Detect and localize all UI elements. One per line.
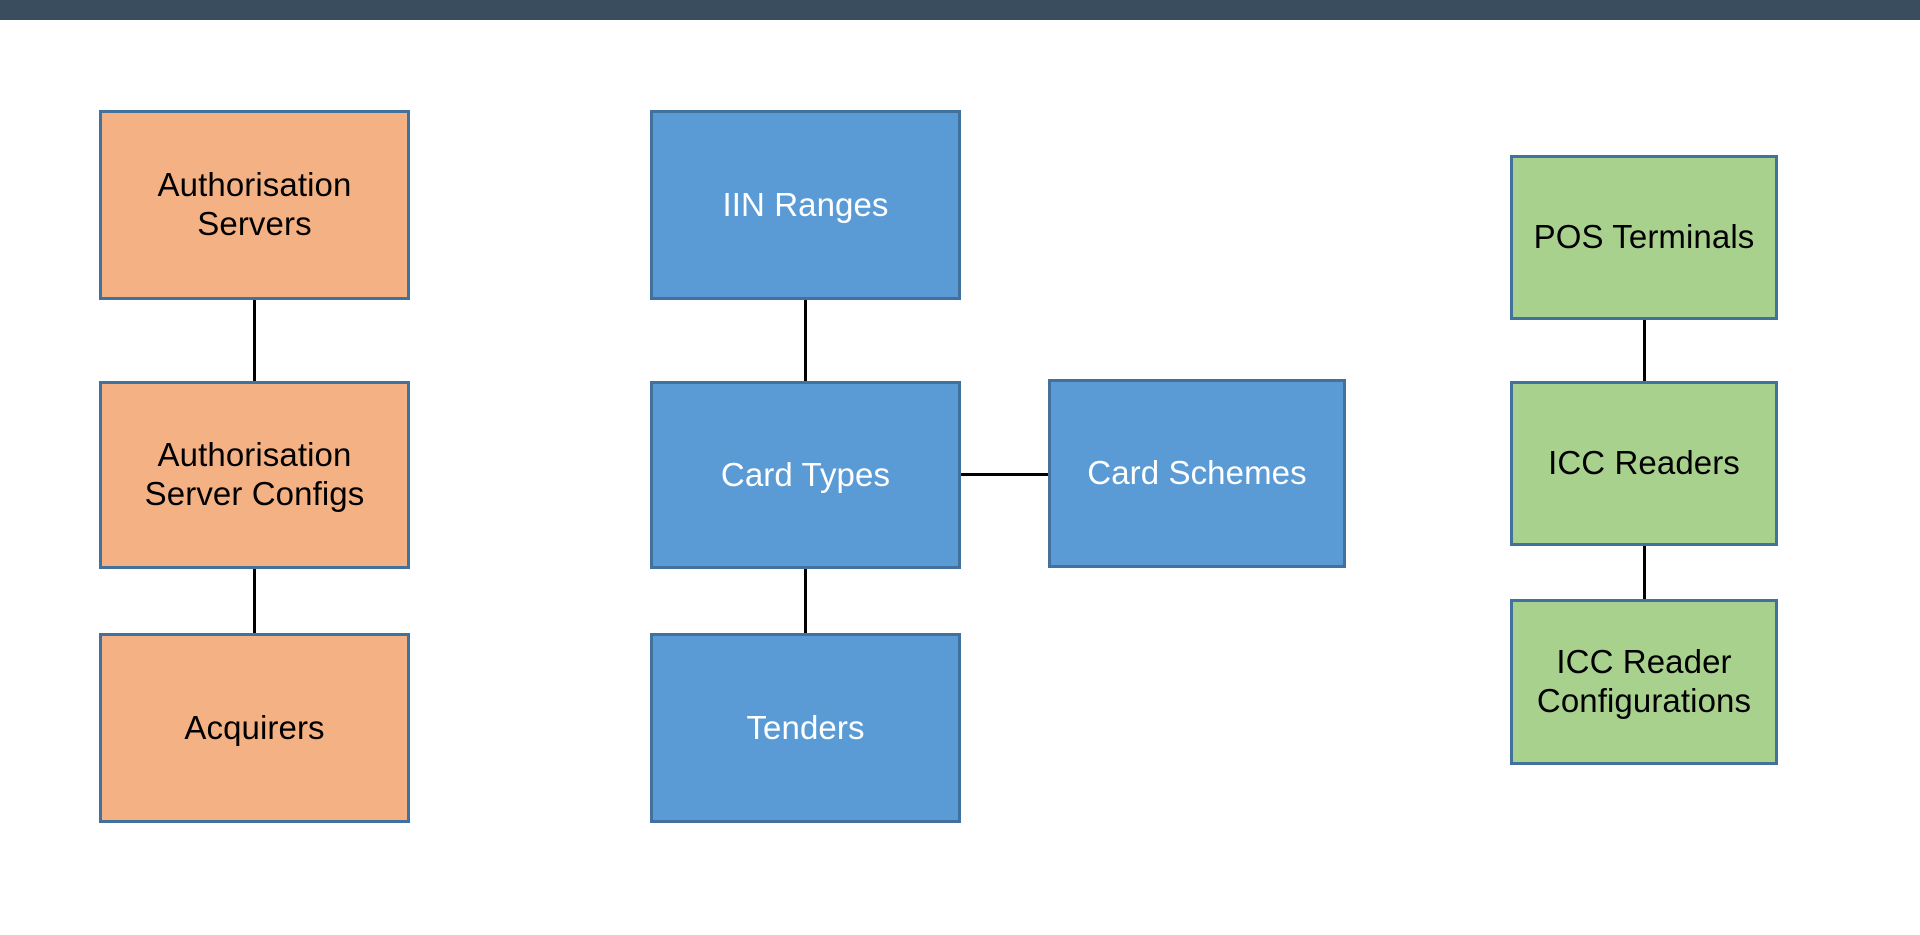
node-label-icc-reader-configurations: ICC Reader Configurations (1536, 643, 1752, 719)
connector-card-types-to-tenders (804, 568, 807, 634)
node-label-card-schemes: Card Schemes (1087, 454, 1307, 492)
node-iin-ranges[interactable]: IIN Ranges (650, 110, 961, 300)
node-label-card-types: Card Types (720, 455, 891, 493)
node-card-types[interactable]: Card Types (650, 381, 961, 569)
node-label-acquirers: Acquirers (184, 708, 325, 746)
connector-card-types-to-card-schemes (959, 473, 1050, 476)
connector-iin-ranges-to-card-types (804, 298, 807, 382)
connector-authorisation-server-configs-to-acquirers (253, 568, 256, 634)
node-label-authorisation-server-configs: Authorisation Server Configs (144, 436, 365, 512)
node-card-schemes[interactable]: Card Schemes (1048, 379, 1346, 568)
node-pos-terminals[interactable]: POS Terminals (1510, 155, 1778, 320)
node-authorisation-servers[interactable]: Authorisation Servers (99, 110, 410, 300)
node-label-icc-readers: ICC Readers (1548, 444, 1740, 482)
node-icc-readers[interactable]: ICC Readers (1510, 381, 1778, 546)
node-label-iin-ranges: IIN Ranges (722, 185, 889, 223)
connector-pos-terminals-to-icc-readers (1643, 318, 1646, 383)
node-authorisation-server-configs[interactable]: Authorisation Server Configs (99, 381, 410, 569)
connector-icc-readers-to-icc-reader-configurations (1643, 544, 1646, 600)
node-icc-reader-configurations[interactable]: ICC Reader Configurations (1510, 599, 1778, 765)
node-acquirers[interactable]: Acquirers (99, 633, 410, 823)
node-label-tenders: Tenders (746, 708, 865, 746)
node-tenders[interactable]: Tenders (650, 633, 961, 823)
connector-authorisation-servers-to-authorisation-server-configs (253, 298, 256, 382)
top-bar (0, 0, 1920, 20)
node-label-authorisation-servers: Authorisation Servers (157, 166, 352, 242)
node-label-pos-terminals: POS Terminals (1533, 218, 1755, 256)
